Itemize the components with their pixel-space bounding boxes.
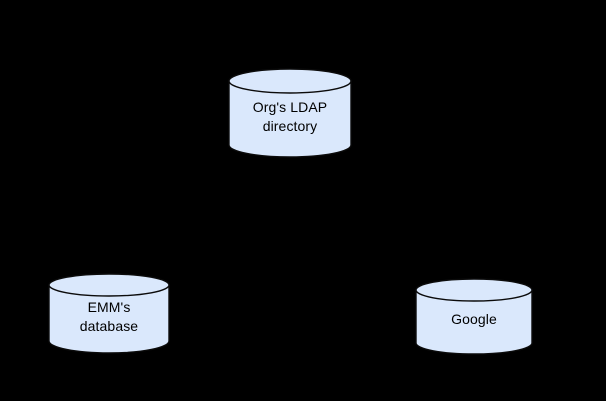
cylinder-top-ellipse (49, 274, 169, 296)
cylinder-body (229, 81, 351, 157)
node-org-ldap-directory[interactable]: Org's LDAP directory (228, 68, 352, 158)
cylinder-shape (48, 273, 170, 353)
node-emm-database[interactable]: EMM's database (48, 273, 170, 353)
cylinder-body (416, 290, 532, 354)
cylinder-top-ellipse (229, 69, 351, 93)
cylinder-shape (228, 68, 352, 158)
cylinder-shape (415, 278, 533, 355)
node-google[interactable]: Google (415, 278, 533, 355)
cylinder-body (49, 285, 169, 353)
cylinder-top-ellipse (416, 279, 532, 301)
